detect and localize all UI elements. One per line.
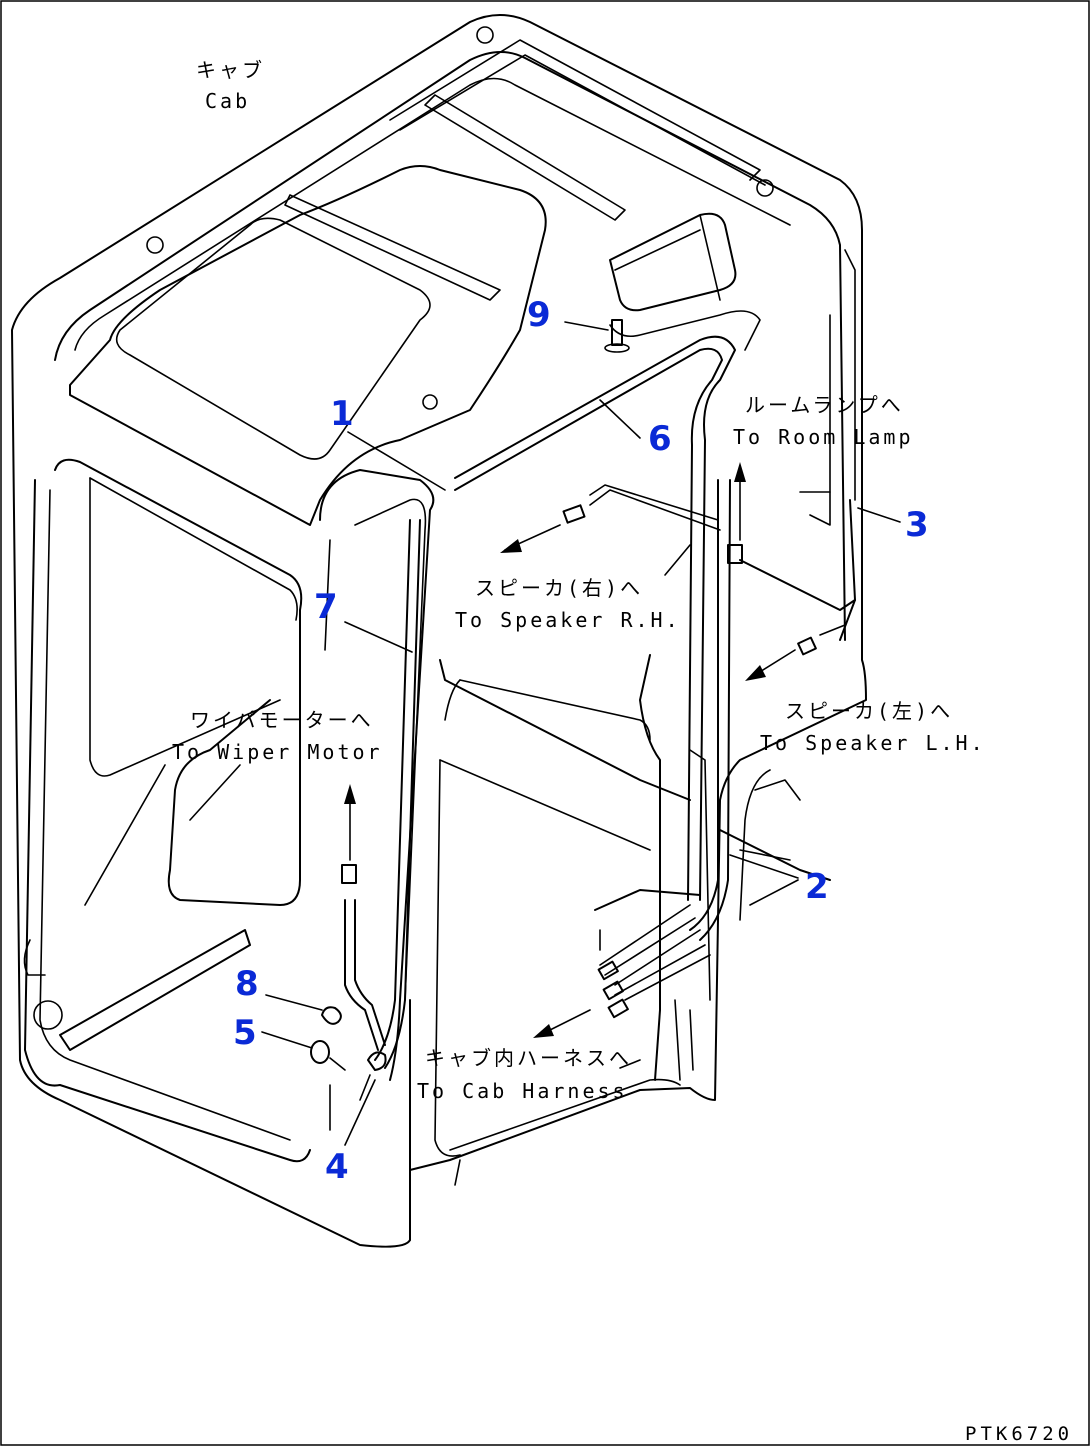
cab-harness-label-en: To Cab Harness: [417, 1079, 628, 1103]
speaker-lh-label-jp: スピーカ(左)へ: [785, 699, 953, 723]
connector-cab-harness-1: [597, 960, 619, 981]
callout-4: 4: [325, 1147, 349, 1187]
wiper-label-jp: ワイパモーターへ: [190, 708, 374, 732]
cab-body: [11, 14, 867, 1248]
callout-5: 5: [233, 1013, 257, 1053]
grommet-5: [310, 1040, 330, 1064]
callout-7: 7: [314, 587, 338, 627]
connector-speaker-lh: [797, 636, 817, 656]
room-lamp-label-en: To Room Lamp: [733, 425, 914, 449]
clamp-4: [367, 1051, 387, 1071]
leader-lines: [84, 321, 901, 1146]
callout-6: 6: [648, 419, 672, 459]
connector-cab-harness-2: [602, 980, 624, 1001]
components: [310, 212, 817, 1101]
callout-3: 3: [905, 505, 929, 545]
text-labels: キャブ Cab ルームランプへ To Room Lamp スピーカ(右)へ To…: [172, 58, 986, 1103]
speaker-rh-label-en: To Speaker R.H.: [455, 608, 681, 632]
clip-8: [321, 1006, 342, 1025]
cab-label-en: Cab: [205, 89, 250, 113]
callout-1: 1: [330, 394, 354, 434]
connector-room-lamp: [727, 544, 743, 564]
cab-label-jp: キャブ: [196, 58, 265, 82]
drawing-code: PTK6720: [965, 1423, 1073, 1445]
wiper-label-en: To Wiper Motor: [172, 740, 383, 764]
speaker-rh-label-jp: スピーカ(右)へ: [475, 576, 643, 600]
connector-speaker-rh: [562, 504, 586, 524]
callout-2: 2: [805, 867, 829, 907]
speaker-lh-label-en: To Speaker L.H.: [760, 731, 986, 755]
callout-9: 9: [527, 295, 551, 335]
connector-cab-harness-3: [607, 998, 629, 1019]
connector-wiper: [341, 864, 357, 884]
callout-8: 8: [235, 964, 259, 1004]
room-lamp-box: [609, 212, 737, 312]
direction-arrows: [344, 462, 796, 1038]
cab-harness-label-jp: キャブ内ハーネスへ: [425, 1046, 632, 1070]
harness-routing: [344, 310, 846, 1069]
room-lamp-label-jp: ルームランプへ: [745, 393, 904, 417]
callout-numbers: 1 2 3 4 5 6 7 8 9: [233, 295, 929, 1187]
